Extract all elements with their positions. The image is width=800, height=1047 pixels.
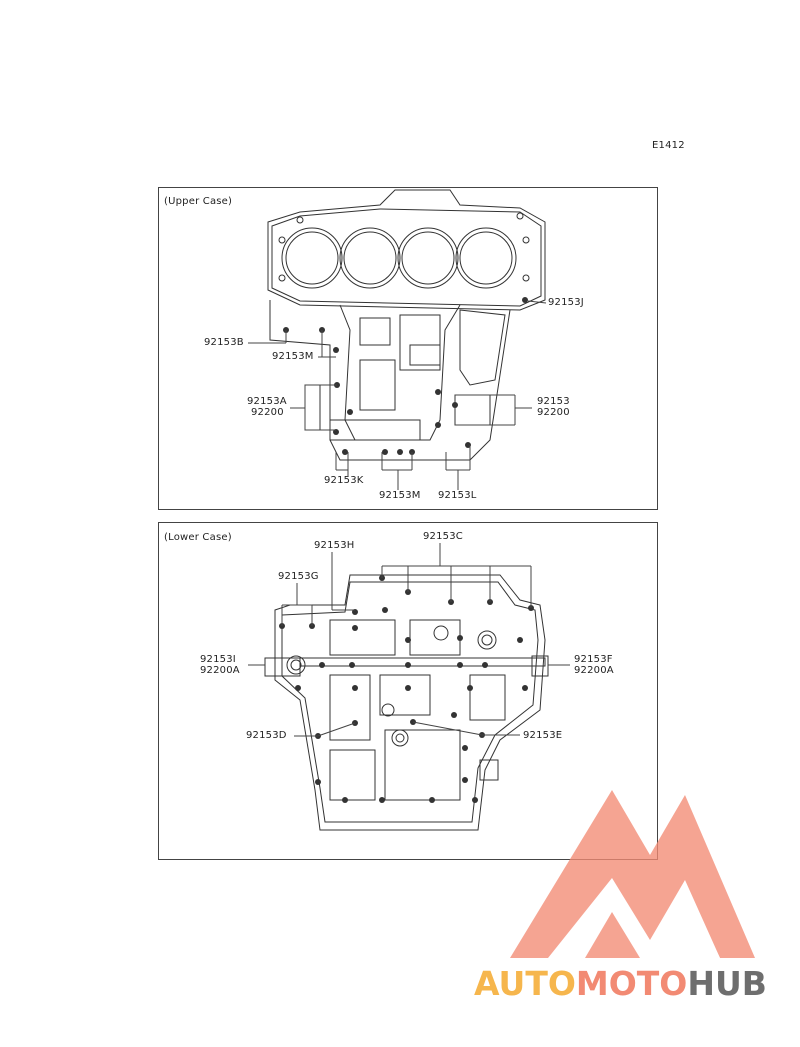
label-92153m-upper: 92153M <box>272 351 314 362</box>
label-92200-right: 92200 <box>537 407 570 418</box>
label-92153c: 92153C <box>423 531 463 542</box>
label-92153e: 92153E <box>523 730 563 741</box>
upper-case-panel <box>158 187 658 510</box>
watermark-hub: HUB <box>687 964 767 1003</box>
watermark-moto: MOTO <box>575 964 688 1003</box>
label-92153b: 92153B <box>204 337 244 348</box>
upper-leader-lines <box>248 300 547 490</box>
label-92153d: 92153D <box>246 730 287 741</box>
label-92153a: 92153A <box>247 396 287 407</box>
label-92153m-lower: 92153M <box>379 490 421 501</box>
lower-crankcase-illustration <box>264 574 549 831</box>
upper-crankcase-illustration <box>267 189 546 461</box>
label-92200a-right: 92200A <box>574 665 614 676</box>
label-92200-left: 92200 <box>251 407 284 418</box>
label-92153l: 92153L <box>438 490 477 501</box>
label-92153k: 92153K <box>324 475 364 486</box>
label-92153g: 92153G <box>278 571 319 582</box>
watermark-auto: AUTO <box>474 964 576 1003</box>
label-92153-right: 92153 <box>537 396 570 407</box>
watermark-text: AUTOMOTOHUB <box>474 964 767 1003</box>
label-92153i: 92153I <box>200 654 236 665</box>
lower-case-title: (Lower Case) <box>164 532 232 543</box>
upper-case-title: (Upper Case) <box>164 196 233 207</box>
diagram-id: E1412 <box>652 140 685 151</box>
label-92153h: 92153H <box>314 540 355 551</box>
label-92153f: 92153F <box>574 654 613 665</box>
label-92200a-left: 92200A <box>200 665 240 676</box>
label-92153j: 92153J <box>548 297 584 308</box>
watermark-logo <box>510 790 755 958</box>
lower-leader-lines <box>248 543 570 737</box>
lower-case-panel <box>158 522 658 860</box>
